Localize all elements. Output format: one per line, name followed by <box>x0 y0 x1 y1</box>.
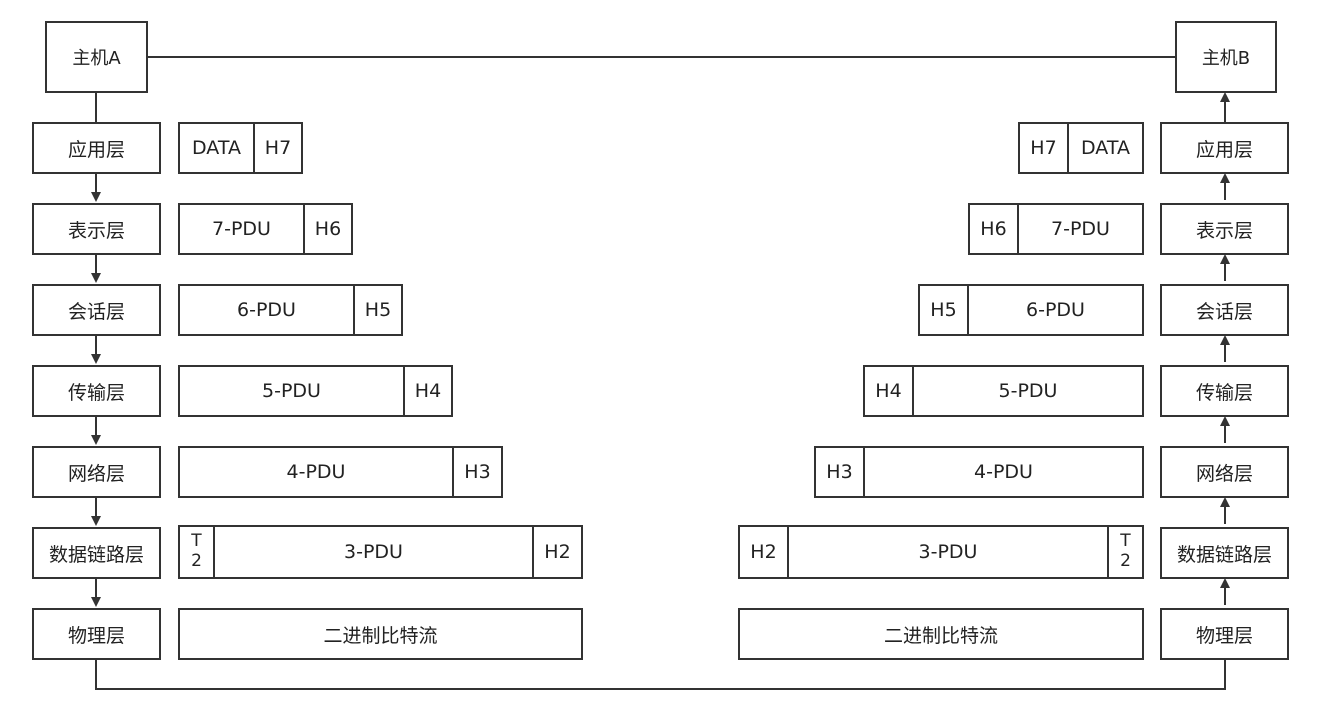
right-presentation-header: H6 <box>968 203 1019 255</box>
trailer-label-top: T <box>191 531 202 552</box>
layer-label: 数据链路层 <box>48 543 144 566</box>
left-network-header: H3 <box>452 446 503 498</box>
host-b-label: 主机B <box>1201 48 1251 69</box>
header-label: H2 <box>750 541 777 563</box>
header-label: H3 <box>464 461 491 483</box>
right-app-header: H7 <box>1018 122 1069 174</box>
left-layer-presentation: 表示层 <box>32 203 161 255</box>
pdu-label: 6-PDU <box>1026 299 1085 321</box>
right-layer-network: 网络层 <box>1160 446 1289 498</box>
right-datalink-trailer: T 2 <box>1107 525 1144 579</box>
pdu-label: 5-PDU <box>998 380 1058 402</box>
host-a-label: 主机A <box>72 48 121 69</box>
left-app-header: H7 <box>253 122 303 174</box>
right-session-pdu: 6-PDU <box>967 284 1144 336</box>
pdu-label: 4-PDU <box>286 461 346 483</box>
right-transport-pdu: 5-PDU <box>912 365 1144 417</box>
layer-label: 传输层 <box>1195 381 1253 404</box>
left-layer-network: 网络层 <box>32 446 161 498</box>
header-label: H7 <box>1030 137 1057 159</box>
left-app-data: DATA <box>178 122 255 174</box>
pdu-label: 3-PDU <box>918 541 978 563</box>
right-transport-header: H4 <box>863 365 914 417</box>
header-label: H4 <box>414 380 442 402</box>
left-session-pdu: 6-PDU <box>178 284 355 336</box>
trailer-label-bottom: 2 <box>1120 551 1131 571</box>
pdu-label: DATA <box>1081 137 1130 159</box>
left-physical-bits: 二进制比特流 <box>178 608 583 660</box>
layer-label: 表示层 <box>1195 219 1253 242</box>
pdu-label: 6-PDU <box>237 299 296 321</box>
layer-label: 应用层 <box>1195 138 1253 161</box>
layer-label: 网络层 <box>1195 462 1253 485</box>
trailer-label-bottom: 2 <box>191 551 202 571</box>
layer-label: 数据链路层 <box>1176 543 1272 566</box>
pdu-label: 4-PDU <box>974 461 1033 483</box>
header-label: H5 <box>930 299 957 321</box>
right-session-header: H5 <box>918 284 969 336</box>
right-physical-bits: 二进制比特流 <box>738 608 1144 660</box>
left-datalink-trailer: T 2 <box>178 525 215 579</box>
right-layer-presentation: 表示层 <box>1160 203 1289 255</box>
left-layer-physical: 物理层 <box>32 608 161 660</box>
pdu-label: DATA <box>192 137 241 159</box>
header-label: H3 <box>826 461 853 483</box>
right-presentation-pdu: 7-PDU <box>1017 203 1144 255</box>
host-b-box: 主机B <box>1175 21 1277 93</box>
pdu-label: 5-PDU <box>262 380 321 402</box>
header-label: H7 <box>264 137 292 159</box>
layer-label: 会话层 <box>67 300 125 323</box>
right-layer-application: 应用层 <box>1160 122 1289 174</box>
layer-label: 表示层 <box>67 219 125 242</box>
layer-label: 物理层 <box>67 624 125 647</box>
host-a-box: 主机A <box>45 21 148 93</box>
layer-label: 会话层 <box>1195 300 1253 323</box>
left-datalink-header: H2 <box>532 525 583 579</box>
left-layer-transport: 传输层 <box>32 365 161 417</box>
layer-label: 网络层 <box>67 462 125 485</box>
header-label: H5 <box>364 299 392 321</box>
bits-label: 二进制比特流 <box>883 624 998 647</box>
left-datalink-pdu: 3-PDU <box>213 525 534 579</box>
left-session-header: H5 <box>353 284 403 336</box>
right-datalink-pdu: 3-PDU <box>787 525 1109 579</box>
left-layer-application: 应用层 <box>32 122 161 174</box>
left-presentation-pdu: 7-PDU <box>178 203 305 255</box>
right-network-pdu: 4-PDU <box>863 446 1144 498</box>
layer-label: 传输层 <box>67 381 125 404</box>
left-layer-session: 会话层 <box>32 284 161 336</box>
layer-label: 应用层 <box>67 138 125 161</box>
bits-label: 二进制比特流 <box>323 624 438 647</box>
right-layer-physical: 物理层 <box>1160 608 1289 660</box>
right-layer-datalink: 数据链路层 <box>1160 527 1289 579</box>
right-layer-session: 会话层 <box>1160 284 1289 336</box>
left-transport-header: H4 <box>403 365 453 417</box>
header-label: H4 <box>875 380 902 402</box>
right-network-header: H3 <box>814 446 865 498</box>
physical-medium-line <box>95 659 1226 690</box>
right-app-data: DATA <box>1067 122 1144 174</box>
layer-label: 物理层 <box>1195 624 1253 647</box>
left-layer-datalink: 数据链路层 <box>32 527 161 579</box>
left-presentation-header: H6 <box>303 203 353 255</box>
header-label: H2 <box>544 541 571 563</box>
right-datalink-header: H2 <box>738 525 789 579</box>
trailer-label-top: T <box>1120 531 1131 552</box>
pdu-label: 3-PDU <box>344 541 403 563</box>
pdu-label: 7-PDU <box>212 218 271 240</box>
header-label: H6 <box>314 218 342 240</box>
left-transport-pdu: 5-PDU <box>178 365 405 417</box>
right-layer-transport: 传输层 <box>1160 365 1289 417</box>
header-label: H6 <box>980 218 1007 240</box>
left-network-pdu: 4-PDU <box>178 446 454 498</box>
pdu-label: 7-PDU <box>1051 218 1110 240</box>
